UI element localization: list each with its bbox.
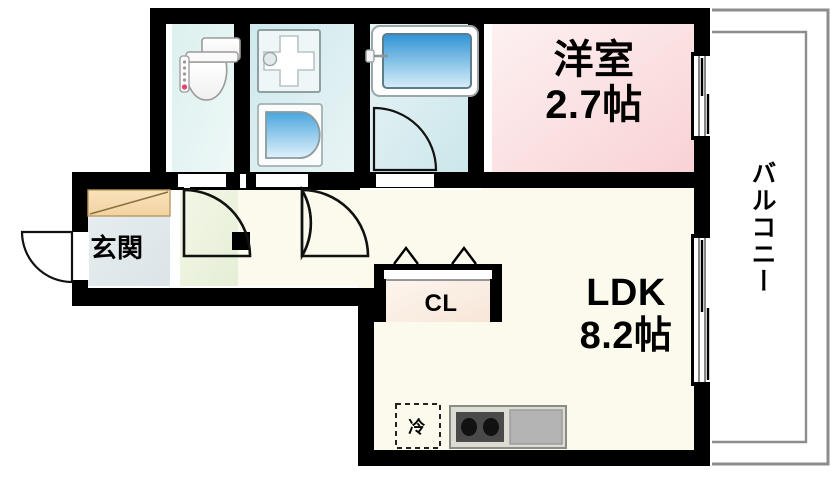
- door-openings: [72, 174, 434, 280]
- burner-left: [461, 418, 477, 436]
- opening-washroom: [256, 174, 308, 187]
- toilet-fixture: [179, 37, 241, 101]
- room-fill-hallway: [180, 190, 238, 286]
- room-label-yoshitsu: 洋室 2.7帖: [545, 38, 643, 127]
- room-fill-yoshitsu: [492, 22, 694, 172]
- hall-door-3-arc: [300, 188, 370, 258]
- washbasin: [257, 103, 323, 167]
- entrance-door-arc: [20, 230, 74, 284]
- opening-genkan-door: [72, 232, 89, 280]
- room-label-ldk: LDK 8.2帖: [579, 272, 673, 357]
- room-label-genkan: 玄関: [90, 233, 144, 263]
- closet-door-marker-left: [393, 246, 419, 265]
- room-label-closet: CL: [424, 290, 458, 317]
- room-fill-hallway-2: [238, 190, 358, 286]
- hall-door-2-arc-b: [300, 189, 313, 257]
- refrigerator-label: 冷: [408, 418, 426, 437]
- burner-right: [483, 418, 499, 436]
- balcony: [710, 8, 830, 466]
- closet-door-marker-right: [451, 246, 477, 265]
- bathtub: [365, 25, 479, 97]
- door-swings: [20, 106, 438, 284]
- kitchen-sink: [509, 409, 563, 445]
- shoe-box: [87, 189, 171, 217]
- kitchen-counter: [449, 405, 567, 449]
- opening-bath: [376, 174, 434, 187]
- closet: [374, 246, 502, 322]
- refrigerator-space: [395, 403, 441, 449]
- room-label-balcony: バルコニー: [748, 160, 776, 295]
- windows: [691, 52, 713, 386]
- opening-hall-right: [240, 174, 246, 188]
- bath-door-arc: [372, 106, 438, 172]
- hall-door-1-arc: [182, 188, 252, 258]
- washing-machine: [257, 29, 321, 93]
- opening-hall: [184, 174, 190, 188]
